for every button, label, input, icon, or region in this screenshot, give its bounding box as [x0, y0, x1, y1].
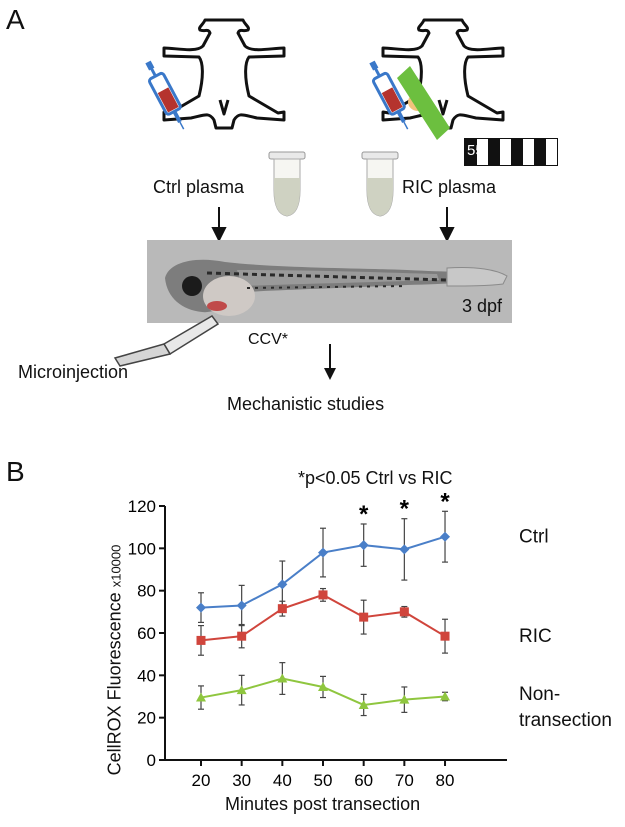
- x-tick-label: 40: [273, 771, 292, 790]
- significance-star: *: [440, 488, 450, 515]
- panel-b-letter: B: [6, 456, 25, 487]
- data-point-triangle: [236, 685, 247, 695]
- right-animal-outline: [381, 18, 505, 130]
- data-point-diamond: [277, 579, 288, 590]
- right-tube-icon: [361, 151, 399, 217]
- y-tick-label: 60: [137, 624, 156, 643]
- data-point-triangle: [358, 699, 369, 709]
- data-point-triangle: [399, 694, 410, 704]
- data-point-square: [318, 590, 328, 600]
- data-point-triangle: [196, 692, 206, 702]
- data-point-triangle: [277, 673, 288, 683]
- data-point-diamond: [399, 544, 410, 555]
- left-animal-outline: [162, 18, 286, 130]
- left-down-arrow: [211, 207, 227, 240]
- center-down-arrow: [324, 344, 336, 380]
- tourniquet-cuff: [397, 66, 450, 140]
- data-point-square: [399, 607, 409, 617]
- right-syringe-icon: [369, 60, 409, 130]
- x-tick-label: 50: [314, 771, 333, 790]
- protocol-illustration: [145, 18, 505, 240]
- ric-plasma-label: RIC plasma: [402, 177, 497, 197]
- mechanistic-studies-label: Mechanistic studies: [227, 394, 385, 414]
- microinjection-label: Microinjection: [18, 362, 129, 382]
- data-point-triangle: [440, 691, 451, 701]
- series-label: Non-: [519, 684, 560, 705]
- data-point-diamond: [440, 531, 451, 542]
- left-syringe-icon: [145, 60, 185, 130]
- injection-site-label: CCV*: [248, 331, 289, 348]
- x-tick-label: 70: [395, 771, 414, 790]
- data-point-diamond: [358, 540, 369, 551]
- significance-star: *: [400, 496, 410, 523]
- right-down-arrow: [439, 207, 455, 240]
- micropipette-icon: [113, 315, 220, 367]
- y-tick-label: 40: [137, 666, 156, 685]
- x-tick-label: 80: [436, 771, 455, 790]
- left-tube-icon: [268, 151, 306, 217]
- ruler-number: 55: [467, 142, 484, 159]
- x-axis-title: Minutes post transection: [225, 794, 421, 814]
- chart-title: *p<0.05 Ctrl vs RIC: [298, 468, 453, 488]
- y-tick-label: 80: [137, 582, 156, 601]
- data-point-square: [440, 631, 450, 641]
- x-tick-label: 20: [192, 771, 211, 790]
- y-tick-label: 100: [128, 539, 156, 558]
- data-point-square: [237, 631, 247, 641]
- data-point-square: [359, 612, 369, 622]
- y-tick-label: 0: [147, 751, 156, 770]
- y-tick-label: 20: [137, 709, 156, 728]
- time-ruler: 55: [464, 138, 558, 166]
- panel-a-letter: A: [6, 4, 25, 35]
- data-point-diamond: [318, 547, 329, 558]
- series-label: Ctrl: [519, 527, 549, 548]
- significance-star: *: [359, 501, 369, 528]
- data-point-square: [277, 604, 287, 614]
- series-label: RIC: [519, 626, 552, 647]
- data-point-diamond: [236, 600, 247, 611]
- data-point-triangle: [318, 681, 329, 691]
- ctrl-plasma-label: Ctrl plasma: [153, 177, 245, 197]
- data-point-square: [196, 635, 206, 645]
- zebrafish-embryo-image: 3 dpf: [147, 240, 512, 323]
- x-tick-label: 30: [232, 771, 251, 790]
- stage-label: 3 dpf: [461, 296, 502, 316]
- series-label: transection: [519, 710, 612, 731]
- x-tick-label: 60: [354, 771, 373, 790]
- y-tick-label: 120: [128, 497, 156, 516]
- data-point-diamond: [196, 602, 206, 613]
